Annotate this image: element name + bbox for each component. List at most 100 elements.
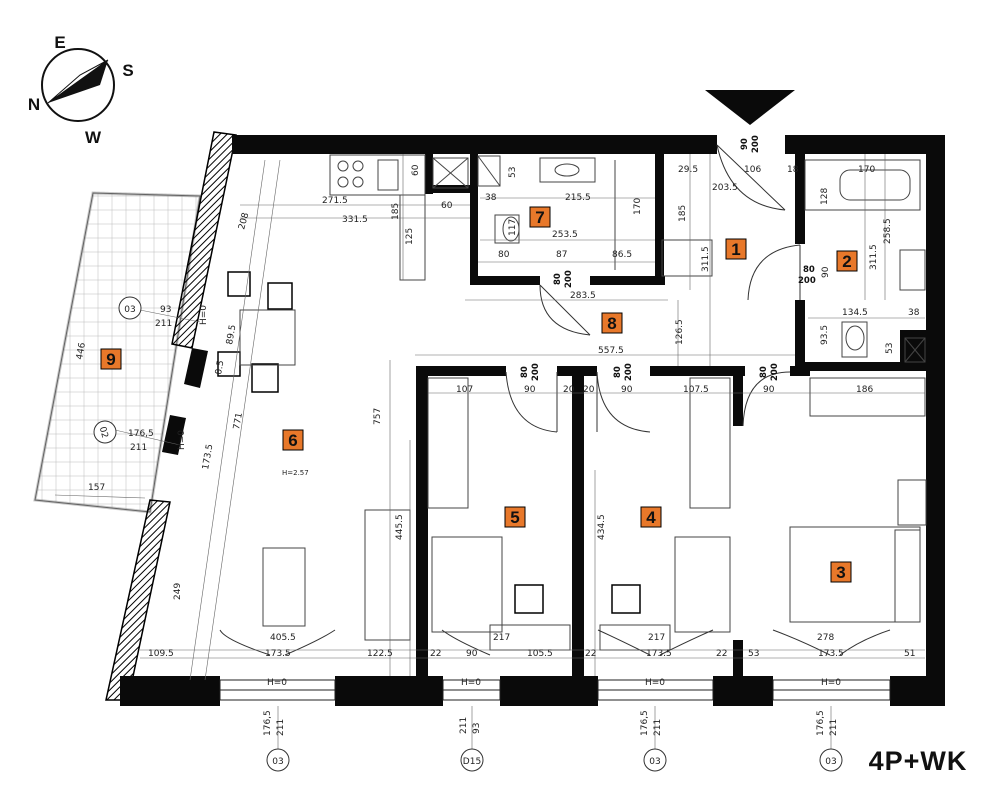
sill-label: H=0 <box>177 430 187 450</box>
svg-text:93.5: 93.5 <box>820 325 830 345</box>
svg-text:208: 208 <box>237 211 251 230</box>
svg-text:18: 18 <box>787 165 799 175</box>
window-tag-code: 03 <box>272 757 283 767</box>
dimension-lines <box>54 154 925 681</box>
svg-text:22: 22 <box>585 649 596 659</box>
svg-text:445.5: 445.5 <box>395 514 405 540</box>
svg-text:3: 3 <box>836 563 845 582</box>
svg-text:173.5: 173.5 <box>201 443 215 470</box>
svg-text:6: 6 <box>288 431 297 450</box>
svg-text:176,5: 176,5 <box>816 710 826 736</box>
room-label-3: 3 <box>830 561 852 583</box>
doors <box>219 144 891 656</box>
svg-text:200: 200 <box>531 363 541 381</box>
svg-text:02: 02 <box>97 426 110 440</box>
compass-icon: E S N W <box>28 33 134 147</box>
svg-text:173.5: 173.5 <box>646 649 672 659</box>
room-label-8: 8 <box>601 312 623 334</box>
svg-text:446: 446 <box>75 342 88 361</box>
compass-n: N <box>28 95 40 114</box>
svg-text:93: 93 <box>472 723 482 734</box>
svg-text:51: 51 <box>904 649 915 659</box>
room-label-1: 1 <box>725 238 747 260</box>
entry-arrow-icon <box>705 90 795 125</box>
svg-text:90: 90 <box>466 649 478 659</box>
svg-text:90: 90 <box>821 266 831 278</box>
svg-text:90: 90 <box>524 385 536 395</box>
svg-text:20: 20 <box>583 385 595 395</box>
svg-text:0.5: 0.5 <box>214 360 226 376</box>
svg-text:258.5: 258.5 <box>883 218 893 244</box>
svg-text:215.5: 215.5 <box>565 193 591 203</box>
plan-type-label: 4P+WK <box>869 746 968 776</box>
svg-text:200: 200 <box>770 363 780 381</box>
svg-text:2: 2 <box>842 252 851 271</box>
svg-text:80: 80 <box>553 273 563 285</box>
svg-text:200: 200 <box>564 270 574 288</box>
room-label-6: 6 H=2.57 <box>282 429 309 477</box>
svg-text:176,5: 176,5 <box>640 710 650 736</box>
svg-text:211: 211 <box>459 717 469 734</box>
sill-label: H=0 <box>821 678 841 688</box>
svg-text:87: 87 <box>556 250 567 260</box>
svg-text:80: 80 <box>498 250 510 260</box>
svg-text:1: 1 <box>731 240 740 259</box>
sill-label: H=0 <box>645 678 665 688</box>
room-label-9: 9 <box>100 348 122 370</box>
svg-text:80: 80 <box>759 366 769 378</box>
compass-s: S <box>122 61 133 80</box>
window-tag: 03 176,5 211 <box>263 710 290 772</box>
fixtures <box>217 154 927 651</box>
svg-text:200: 200 <box>751 135 761 153</box>
svg-text:7: 7 <box>535 208 544 227</box>
room-label-5: 5 <box>504 506 526 528</box>
svg-text:200: 200 <box>798 276 816 286</box>
svg-text:03: 03 <box>124 305 135 315</box>
svg-text:170: 170 <box>858 165 875 175</box>
svg-text:89.5: 89.5 <box>225 324 238 345</box>
svg-text:5: 5 <box>510 508 519 527</box>
svg-text:86.5: 86.5 <box>612 250 632 260</box>
balcony-door-tag: 02 176,5 211 <box>93 420 154 453</box>
svg-text:203.5: 203.5 <box>712 183 738 193</box>
walls <box>120 135 945 706</box>
svg-text:9: 9 <box>106 350 115 369</box>
windows <box>219 679 891 701</box>
svg-text:105.5: 105.5 <box>527 649 553 659</box>
room-label-2: 2 <box>836 250 858 272</box>
svg-text:173.5: 173.5 <box>265 649 291 659</box>
svg-text:200: 200 <box>624 363 634 381</box>
svg-text:20: 20 <box>563 385 575 395</box>
room-height: H=2.57 <box>282 469 309 477</box>
svg-text:771: 771 <box>232 412 245 431</box>
window-tag-leaders <box>114 309 832 752</box>
svg-text:53: 53 <box>508 167 518 178</box>
dimension-texts: 106 18 170 29.5 203.5 128 258.5 311.5 90… <box>75 164 920 659</box>
svg-text:186: 186 <box>856 385 873 395</box>
svg-text:90: 90 <box>740 138 750 150</box>
svg-text:176,5: 176,5 <box>128 429 154 439</box>
svg-text:211: 211 <box>276 719 286 736</box>
window-tag-code: 03 <box>825 757 836 767</box>
compass-w: W <box>85 128 102 147</box>
svg-text:157: 157 <box>88 483 105 493</box>
svg-text:211: 211 <box>653 719 663 736</box>
door-tags: 90 200 80 200 80 200 80 200 80 200 80 20… <box>520 135 816 381</box>
sill-label: H=0 <box>461 678 481 688</box>
svg-text:60: 60 <box>411 164 421 176</box>
svg-text:60: 60 <box>441 201 453 211</box>
svg-text:93: 93 <box>160 305 171 315</box>
svg-text:29.5: 29.5 <box>678 165 698 175</box>
svg-text:311.5: 311.5 <box>869 244 879 270</box>
exterior-slanted-wall <box>105 131 237 701</box>
svg-text:22: 22 <box>430 649 441 659</box>
compass-e: E <box>54 33 65 52</box>
svg-text:757: 757 <box>373 408 383 425</box>
sill-labels: H=0 H=0 H=0 H=0 H=0 H=0 <box>177 305 841 688</box>
svg-text:106: 106 <box>744 165 761 175</box>
window-tag-code: D15 <box>463 757 481 767</box>
svg-text:185: 185 <box>678 205 688 222</box>
svg-text:405.5: 405.5 <box>270 633 296 643</box>
sill-label: H=0 <box>267 678 287 688</box>
